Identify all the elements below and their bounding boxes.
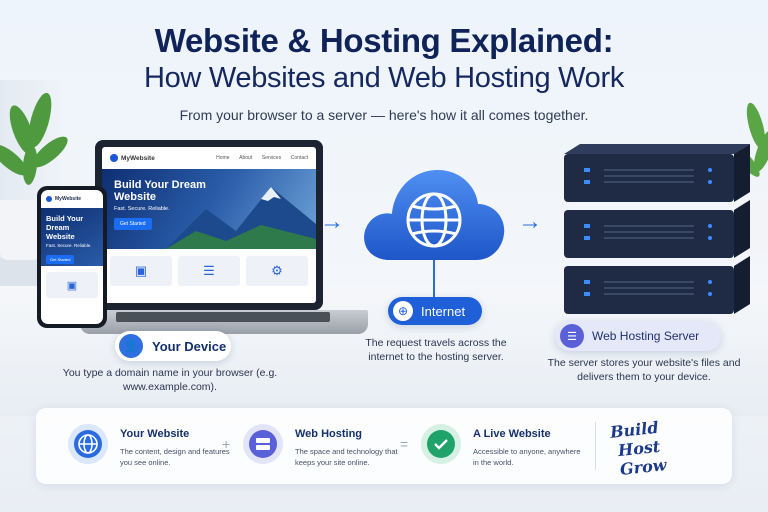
equals-icon: = [400, 436, 409, 452]
site-logo-icon [110, 154, 118, 162]
hero-tagline: Fast. Secure. Reliable. [114, 206, 170, 212]
feature-cards: ▣ ☰ ⚙ [102, 249, 316, 293]
phone-hero-tagline: Fast. Secure. Reliable. [46, 243, 92, 248]
phone-navbar: MyWebsite [41, 190, 103, 208]
phone-screen: MyWebsite Build Your Dream Website Fast.… [41, 190, 103, 324]
phone-hero: Build Your Dream Website Fast. Secure. R… [41, 208, 103, 266]
plus-icon: + [222, 436, 231, 452]
server-label: ☰ Web Hosting Server [555, 321, 721, 351]
hero-title: Build Your Dream Website [114, 179, 206, 203]
internet-description: The request travels across the internet … [365, 337, 507, 363]
page-subtitle: From your browser to a server — here's h… [179, 107, 589, 123]
summary-item-live: A Live Website Accessible to anyone, any… [421, 424, 586, 468]
server-description: The server stores your website's files a… [547, 357, 741, 383]
phone-hero-title: Build Your Dream Website [46, 214, 84, 241]
summary-hosting-desc: The space and technology that keeps your… [295, 447, 398, 467]
arrow-right-icon: → [320, 208, 344, 235]
build-host-grow-tagline: Build Host Grow [609, 417, 667, 479]
nav-link-contact[interactable]: Contact [290, 155, 308, 161]
internet-label: ⊕ Internet [388, 297, 482, 325]
your-device-label: 👤 Your Device [115, 331, 231, 361]
server-text: Web Hosting Server [592, 329, 700, 343]
laptop-keyboard [116, 312, 330, 322]
site-navbar: MyWebsite Home About Services Contact [102, 147, 316, 169]
site-nav-links: Home About Services Contact [208, 155, 308, 161]
get-started-button[interactable]: Get Started [114, 218, 152, 230]
site-brand: MyWebsite [121, 154, 155, 162]
globe-icon [68, 424, 108, 464]
laptop: MyWebsite Home About Services Contact Bu… [95, 140, 323, 310]
server-icon: ☰ [560, 324, 584, 348]
gear-icon: ⚙ [246, 256, 308, 286]
arrow-right-icon: → [518, 208, 542, 235]
check-icon [421, 424, 461, 464]
page-title-line2: How Websites and Web Hosting Work [143, 62, 625, 94]
image-icon: ▣ [110, 256, 172, 286]
site-hero: Build Your Dream Website Fast. Secure. R… [102, 169, 316, 249]
summary-live-title: A Live Website [473, 428, 551, 440]
summary-item-hosting: Web Hosting The space and technology tha… [243, 424, 403, 468]
summary-hosting-title: Web Hosting [295, 428, 363, 440]
server-icon [243, 424, 283, 464]
page-title: Website & Hosting Explained: [154, 22, 614, 59]
summary-card: Your Website The content, design and fea… [36, 408, 732, 484]
nav-link-services[interactable]: Services [261, 155, 282, 161]
device-description: You type a domain name in your browser (… [62, 367, 278, 393]
summary-live-desc: Accessible to anyone, anywhere in the wo… [473, 447, 581, 467]
phone-brand: MyWebsite [55, 196, 82, 202]
connector-line [433, 260, 435, 298]
phone-image-icon: ▣ [46, 272, 98, 298]
divider [595, 422, 596, 470]
internet-text: Internet [421, 303, 466, 319]
plant-left-icon [0, 92, 68, 185]
laptop-screen: MyWebsite Home About Services Contact Bu… [102, 147, 316, 303]
your-device-text: Your Device [152, 338, 227, 354]
nav-link-home[interactable]: Home [216, 155, 230, 161]
phone-get-started-button[interactable]: Get Started [46, 255, 75, 264]
plant-pot-left [0, 200, 44, 260]
server-rack-icon [564, 144, 750, 314]
summary-website-desc: The content, design and features you see… [120, 447, 230, 467]
phone: MyWebsite Build Your Dream Website Fast.… [37, 186, 107, 328]
cloud-globe-icon [364, 170, 505, 260]
nav-link-about[interactable]: About [239, 155, 253, 161]
user-icon: 👤 [119, 334, 143, 358]
summary-website-title: Your Website [120, 428, 190, 440]
globe-icon: ⊕ [393, 301, 413, 321]
list-icon: ☰ [178, 256, 240, 286]
phone-logo-icon [46, 196, 52, 202]
mountain-landscape-icon [166, 187, 316, 249]
summary-item-website: Your Website The content, design and fea… [68, 424, 238, 468]
